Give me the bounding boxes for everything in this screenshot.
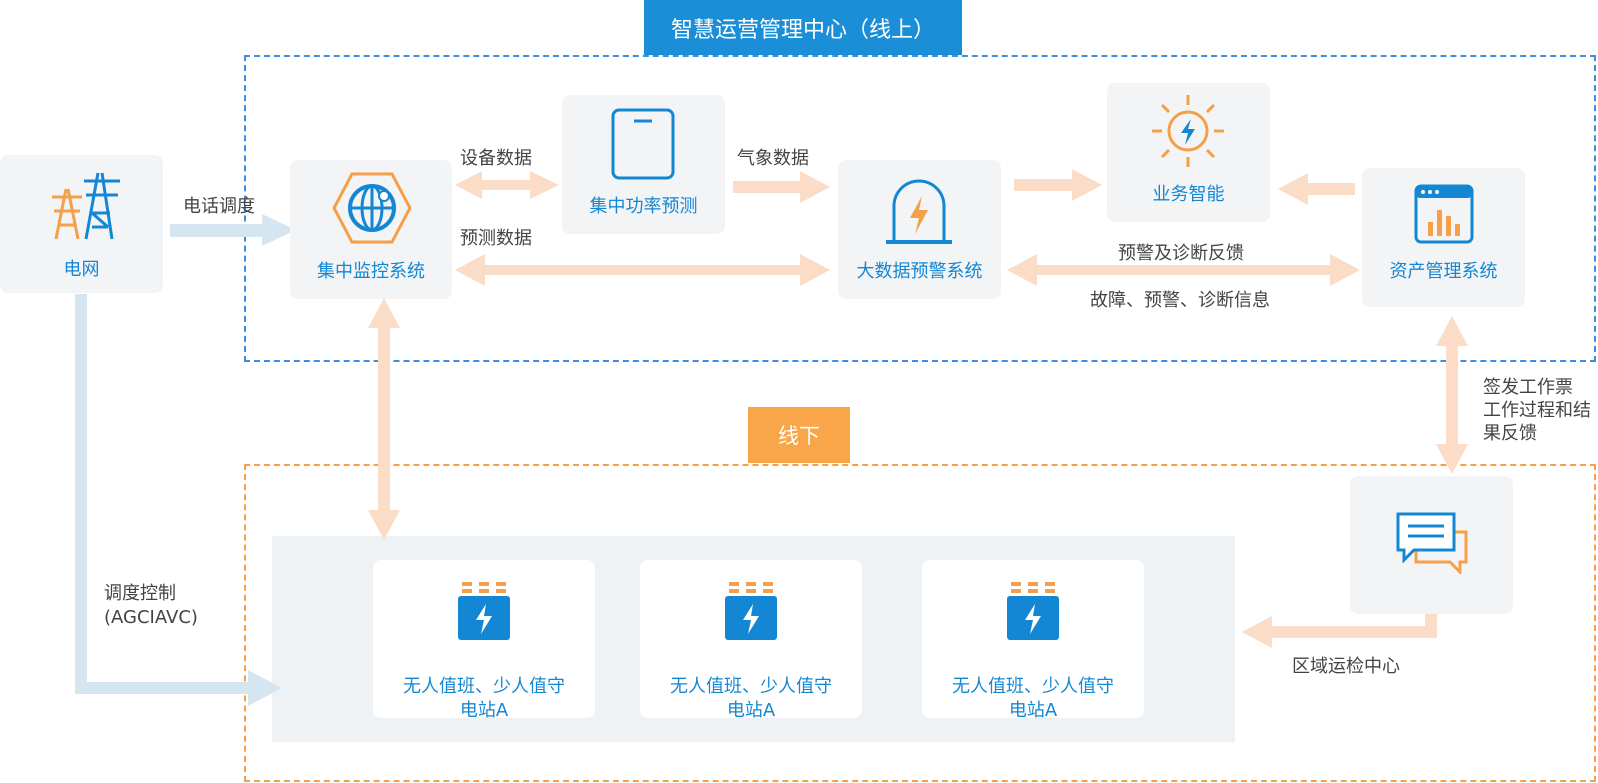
arrow-bigdata-to-business — [1014, 169, 1102, 201]
node-asset[interactable]: 资产管理系统 — [1362, 168, 1525, 307]
station-label-line1: 无人值班、少人值守 — [670, 676, 832, 697]
arrow-monitor-stations — [368, 298, 400, 540]
node-monitor[interactable]: 集中监控系统 — [290, 160, 452, 299]
arrow-grid-to-stations — [75, 294, 282, 706]
station-label: 无人值班、少人值守 电站A — [373, 675, 595, 723]
edge-label-phone-dispatch: 电话调度 — [183, 196, 255, 217]
dispatch-control-line2: (AGCIAVC) — [104, 607, 198, 628]
node-monitor-label: 集中监控系统 — [317, 261, 425, 282]
node-bigdata[interactable]: 大数据预警系统 — [838, 160, 1001, 299]
edge-label-device-data: 设备数据 — [460, 148, 532, 169]
node-asset-label: 资产管理系统 — [1389, 261, 1498, 282]
offline-zone-frame — [244, 464, 1596, 782]
station-card[interactable]: 无人值班、少人值守 电站A — [373, 560, 595, 721]
arrow-bigdata-asset — [1007, 254, 1360, 286]
station-label-line2: 电站A — [1008, 700, 1058, 721]
online-zone-title: 智慧运营管理中心（线上） — [644, 0, 962, 55]
edge-label-fault-info: 故障、预警、诊断信息 — [1090, 290, 1270, 311]
arrow-grid-to-monitor — [170, 214, 296, 246]
work-ticket-line3: 果反馈 — [1483, 423, 1537, 444]
arrow-asset-to-business — [1278, 173, 1355, 205]
node-power-forecast[interactable]: 集中功率预测 — [562, 95, 725, 234]
substation-icon — [725, 582, 777, 640]
substation-icon — [1007, 582, 1059, 640]
arrow-weather-data — [733, 171, 830, 203]
tablet-icon — [611, 108, 675, 180]
arrow-forecast-data — [455, 254, 830, 286]
station-label-line1: 无人值班、少人值守 — [403, 676, 565, 697]
power-tower-icon — [52, 172, 120, 240]
node-regional[interactable] — [1350, 476, 1513, 614]
node-power-forecast-label: 集中功率预测 — [589, 196, 698, 217]
dispatch-control-line1: 调度控制 — [104, 583, 176, 604]
arrow-asset-regional — [1436, 316, 1468, 474]
globe-monitor-icon — [332, 172, 412, 244]
sun-energy-icon — [1152, 95, 1224, 167]
alarm-light-icon — [886, 179, 952, 244]
chart-window-icon — [1414, 184, 1474, 244]
station-label: 无人值班、少人值守 电站A — [640, 675, 862, 723]
station-label-line2: 电站A — [459, 700, 509, 721]
node-business[interactable]: 业务智能 — [1107, 83, 1270, 222]
node-bigdata-label: 大数据预警系统 — [856, 261, 983, 282]
arrow-device-data — [455, 171, 559, 199]
offline-zone-title: 线下 — [748, 407, 850, 463]
edge-label-work-ticket: 签发工作票 工作过程和结 果反馈 — [1483, 376, 1591, 445]
edge-label-dispatch-control: 调度控制 (AGCIAVC) — [104, 582, 198, 630]
chat-bubbles-icon — [1396, 512, 1468, 574]
station-card[interactable]: 无人值班、少人值守 电站A — [640, 560, 862, 721]
station-label-line1: 无人值班、少人值守 — [952, 676, 1114, 697]
edge-label-warning-feedback: 预警及诊断反馈 — [1118, 243, 1244, 264]
online-zone-frame — [244, 55, 1596, 362]
edge-label-forecast-data: 预测数据 — [460, 228, 532, 249]
station-card[interactable]: 无人值班、少人值守 电站A — [922, 560, 1144, 721]
node-business-label: 业务智能 — [1152, 184, 1225, 205]
station-label: 无人值班、少人值守 电站A — [922, 675, 1144, 723]
edge-label-weather-data: 气象数据 — [737, 148, 809, 169]
arrow-regional-to-stations — [1242, 612, 1437, 648]
node-grid[interactable]: 电网 — [0, 155, 163, 293]
station-label-line2: 电站A — [726, 700, 776, 721]
node-grid-label: 电网 — [63, 259, 100, 280]
work-ticket-line1: 签发工作票 — [1483, 377, 1573, 398]
node-regional-label: 区域运检中心 — [1292, 656, 1400, 677]
substation-icon — [458, 582, 510, 640]
work-ticket-line2: 工作过程和结 — [1483, 400, 1591, 421]
